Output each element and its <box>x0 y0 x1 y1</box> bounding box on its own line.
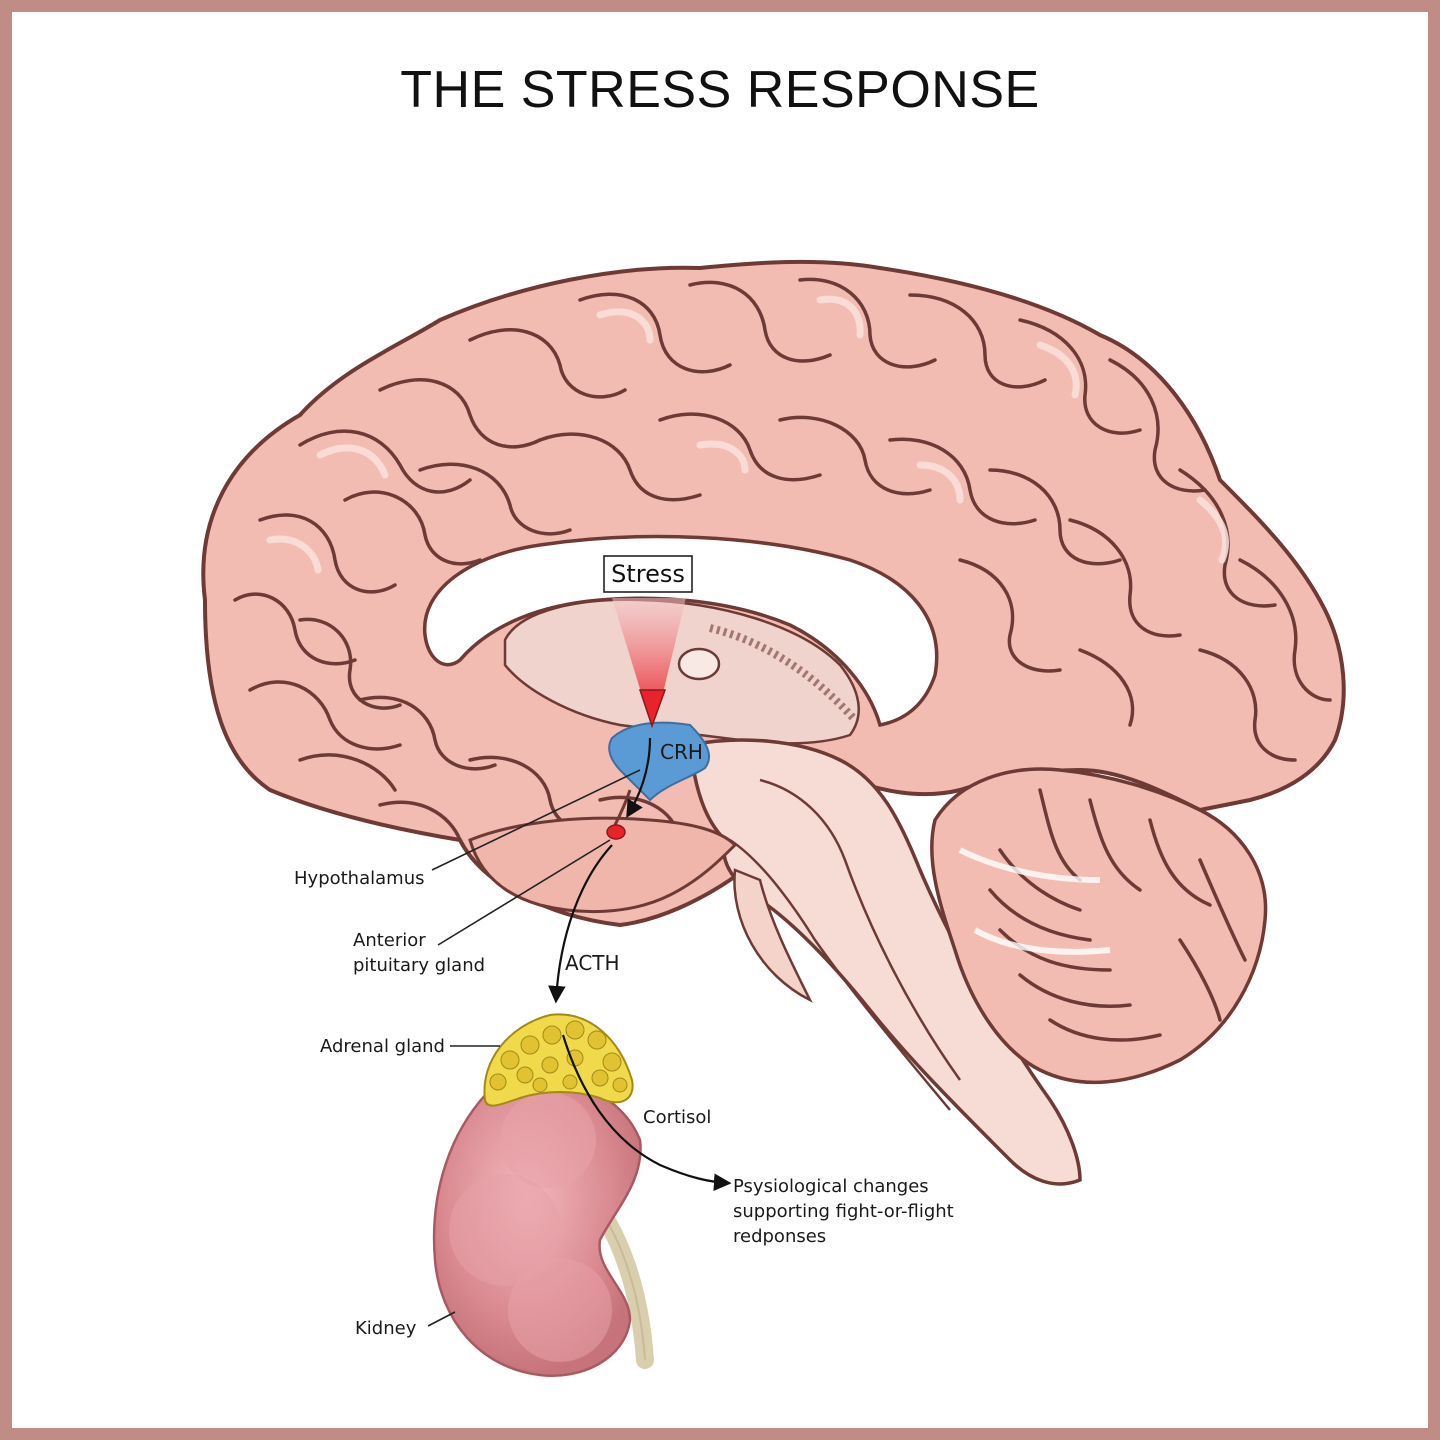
anterior-pituitary-leader <box>437 839 611 946</box>
kidney-label: Kidney <box>355 1318 417 1339</box>
anterior-pituitary-label-2: pituitary gland <box>353 955 485 976</box>
acth-arrow <box>548 844 613 1004</box>
kidney-leader <box>427 1311 456 1327</box>
pituitary-stalk <box>613 789 632 826</box>
pituitary-gland <box>606 824 626 840</box>
brainstem-inner <box>759 778 962 1081</box>
cerebellum <box>930 767 1268 1085</box>
kidney-lobe-3 <box>508 1258 612 1362</box>
crh-label: CRH <box>660 740 703 764</box>
adrenal-texture <box>489 1020 628 1093</box>
anterior-pituitary-label-1: Anterior <box>353 930 426 951</box>
mammillary-body <box>677 647 721 681</box>
physiological-label-3: redponses <box>733 1226 826 1247</box>
hypothalamus-label: Hypothalamus <box>294 868 424 889</box>
cortisol-label: Cortisol <box>643 1107 711 1128</box>
stress-label-box <box>603 555 693 593</box>
temporal-lobe <box>468 816 738 914</box>
crh-arrow <box>626 737 652 819</box>
kidney-lobe-1 <box>500 1092 596 1188</box>
cortex-folds <box>233 277 1332 842</box>
kidney-lobe-2 <box>449 1174 561 1286</box>
hypothalamus-leader <box>431 769 641 871</box>
physiological-label-2: supporting fight-or-flight <box>733 1201 954 1222</box>
pons <box>733 868 813 1003</box>
stress-arrow-icon <box>638 689 667 729</box>
diagram-title: THE STRESS RESPONSE <box>400 61 1040 119</box>
stress-label: Stress <box>611 560 685 588</box>
adrenal-gland-label: Adrenal gland <box>320 1036 445 1057</box>
brain <box>201 259 1346 1186</box>
brainstem-inner-2 <box>729 838 951 1111</box>
stress-signal: Stress <box>603 555 693 729</box>
kidney-group <box>432 1013 654 1377</box>
corpus-callosum <box>423 534 939 728</box>
hypothalamus-region <box>608 721 710 802</box>
stress-cone <box>612 598 686 705</box>
physiological-label-1: Psysiological changes <box>733 1176 929 1197</box>
acth-label: ACTH <box>565 951 620 975</box>
cortisol-arrow <box>561 1034 732 1192</box>
